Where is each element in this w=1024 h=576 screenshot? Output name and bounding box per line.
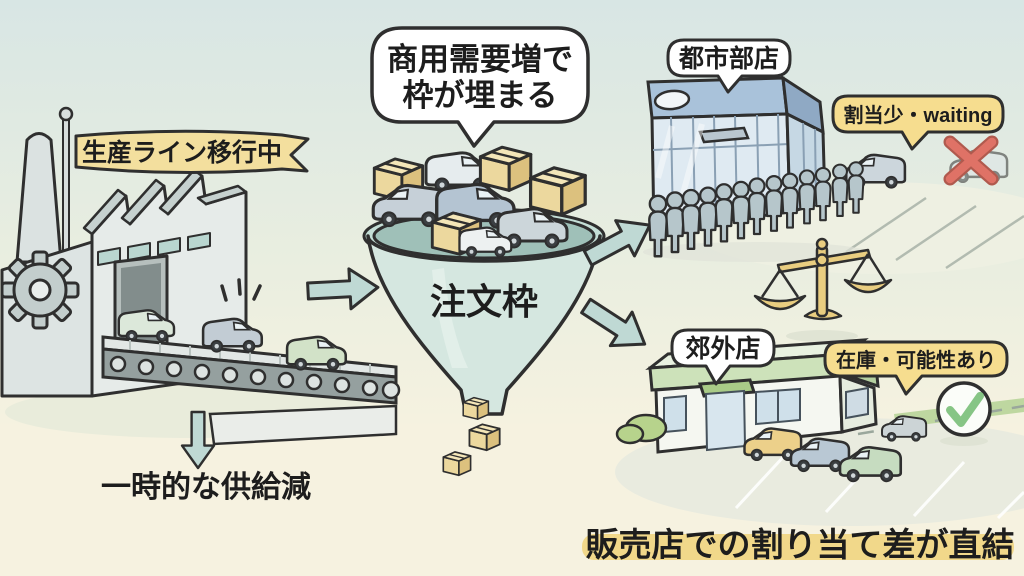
store-door <box>704 389 747 452</box>
factory-window <box>157 237 181 256</box>
funnel-speech-line1: 商用需要増で <box>387 42 573 77</box>
urban-parking-lines <box>845 196 1024 270</box>
queue-shadow <box>643 242 867 262</box>
roof-tooth <box>82 188 128 236</box>
entrance-awning <box>698 126 750 144</box>
factory-window <box>127 242 151 261</box>
footer-caption: 販売店での割り当て差が直結 <box>586 526 1015 563</box>
cardboard-box <box>528 166 587 217</box>
funnel-highlight <box>432 268 468 368</box>
roof-tooth <box>196 184 248 206</box>
store-window <box>845 386 869 420</box>
funnel-label: 注文枠 <box>430 281 538 322</box>
store-window <box>663 394 687 434</box>
conveyor-base <box>208 404 398 446</box>
suburban-status-text: 在庫・可能性あり <box>836 348 996 372</box>
suburban-store-bubble: 郊外店 <box>670 328 776 386</box>
emphasis-marks <box>220 278 262 302</box>
footer-highlight <box>582 534 1014 560</box>
store-logo <box>653 89 691 111</box>
factory-window <box>187 232 211 251</box>
cardboard-box <box>442 451 472 477</box>
flag-pole-ball <box>58 106 74 122</box>
gear-icon <box>0 250 80 330</box>
cardboard-box <box>468 423 501 452</box>
funnel-speech-bubble: 商用需要増で 枠が埋まる <box>370 26 590 148</box>
roof-tooth <box>120 178 166 226</box>
conveyor-slats <box>129 340 371 374</box>
funnel-speech-line2: 枠が埋まる <box>403 78 558 113</box>
conveyor-group <box>101 278 401 446</box>
cardboard-box <box>478 145 533 192</box>
check-shadow <box>940 436 988 446</box>
funnel-cone <box>366 234 602 416</box>
cardboard-box <box>462 396 490 420</box>
urban-store-group: 都市部店 割当少・waiting <box>643 38 1024 270</box>
supply-caption: 一時的な供給減 <box>101 470 311 504</box>
conveyor-rollers <box>109 355 401 400</box>
green-check-icon <box>936 381 992 437</box>
flag-pole <box>62 117 70 259</box>
red-x-icon <box>943 135 999 186</box>
balance-scale-icon <box>753 237 893 342</box>
urban-status-label: 割当少・waiting <box>831 94 1005 151</box>
urban-status-text: 割当少・waiting <box>844 103 993 127</box>
suburban-store-name: 郊外店 <box>685 334 760 363</box>
production-banner: 生産ライン移行中 <box>74 129 310 175</box>
urban-store-bubble: 都市部店 <box>666 38 792 94</box>
urban-store-name: 都市部店 <box>678 44 779 73</box>
suburban-store-group: 郊外店 在庫・可能性あり <box>615 328 1024 520</box>
footer-caption-group: 販売店での割り当て差が直結 <box>582 526 1015 563</box>
suburban-status-label: 在庫・可能性あり <box>823 340 1009 396</box>
banner-label: 生産ライン移行中 <box>82 138 282 167</box>
order-funnel-group: 注文枠 <box>362 145 606 477</box>
chimney <box>15 132 63 264</box>
bush <box>615 423 645 445</box>
